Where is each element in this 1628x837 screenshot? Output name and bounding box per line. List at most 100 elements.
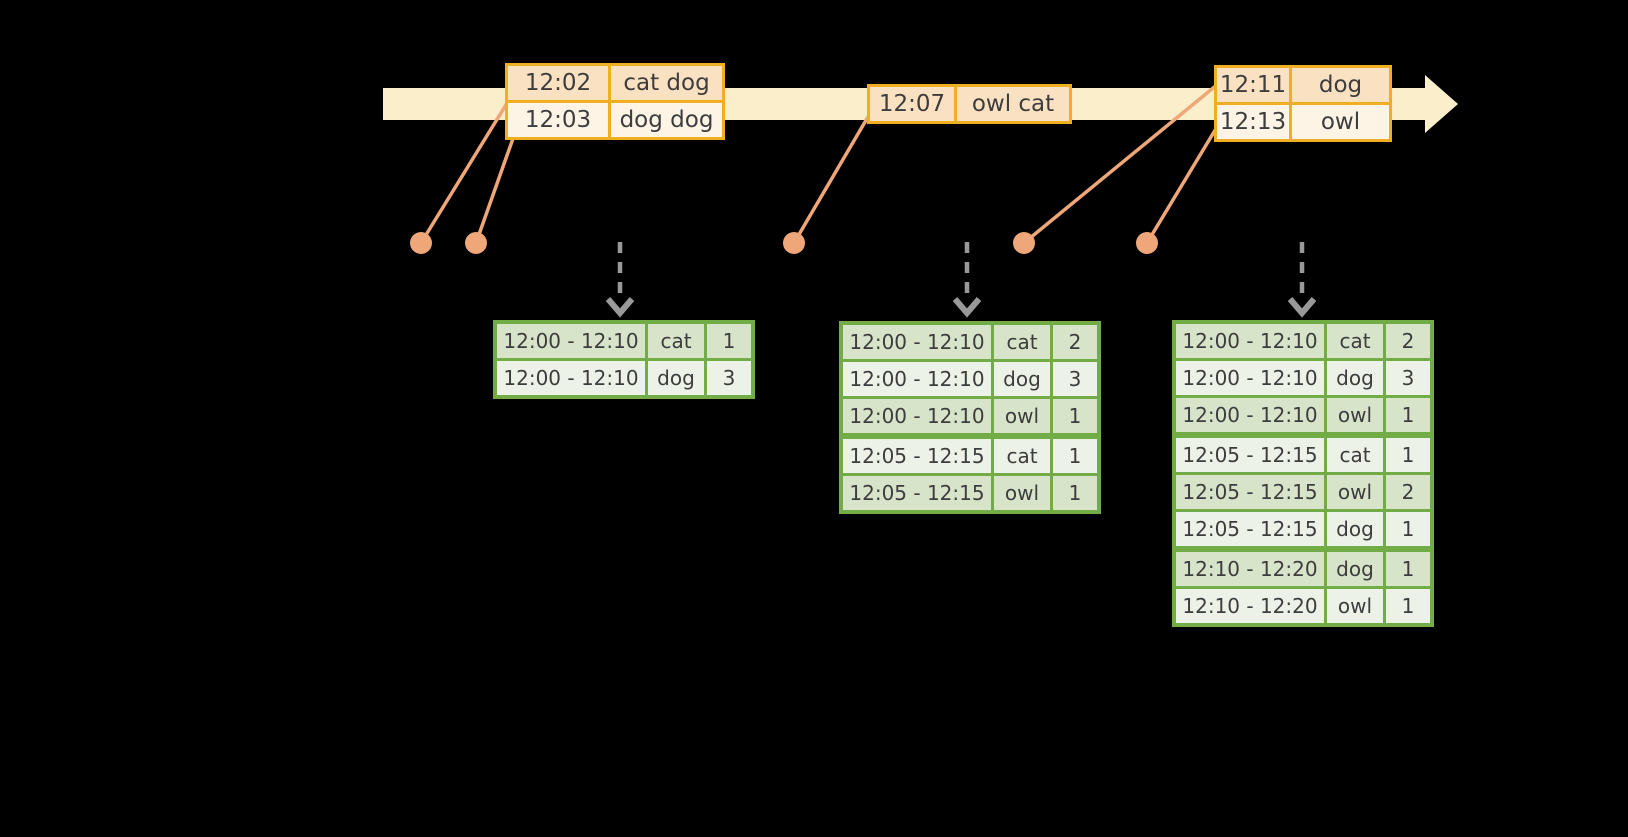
result-row: 12:05 - 12:15 owl 1 (843, 476, 1097, 510)
count-cell: 2 (1386, 324, 1430, 358)
window-group: 12:00 - 12:10 cat 1 12:00 - 12:10 dog 3 (497, 324, 751, 395)
event-row: 12:07 owl cat (870, 87, 1069, 121)
event-time-cell: 12:03 (508, 103, 608, 137)
word-cell: cat (1327, 324, 1383, 358)
result-row: 12:00 - 12:10 cat 1 (497, 324, 751, 358)
word-cell: owl (1327, 475, 1383, 509)
count-cell: 1 (1386, 398, 1430, 432)
result-row: 12:00 - 12:10 owl 1 (1176, 398, 1430, 432)
window-cell: 12:00 - 12:10 (497, 361, 645, 395)
window-cell: 12:05 - 12:15 (1176, 475, 1324, 509)
event-time-cell: 12:07 (870, 87, 954, 121)
event-time-cell: 12:02 (508, 66, 608, 100)
window-cell: 12:00 - 12:10 (1176, 398, 1324, 432)
window-cell: 12:05 - 12:15 (843, 439, 991, 473)
event-row: 12:13 owl (1217, 105, 1389, 139)
window-cell: 12:00 - 12:10 (497, 324, 645, 358)
result-row: 12:00 - 12:10 dog 3 (1176, 361, 1430, 395)
count-cell: 1 (1386, 438, 1430, 472)
window-group: 12:05 - 12:15 cat 1 12:05 - 12:15 owl 1 (843, 439, 1097, 510)
count-cell: 1 (1386, 552, 1430, 586)
word-cell: cat (1327, 438, 1383, 472)
word-cell: dog (994, 362, 1050, 396)
count-cell: 1 (707, 324, 751, 358)
event-table-2: 12:07 owl cat (867, 84, 1072, 124)
connector-line (1022, 82, 1220, 245)
connector-line (792, 109, 874, 244)
window-group: 12:05 - 12:15 cat 1 12:05 - 12:15 owl 2 … (1176, 438, 1430, 546)
word-cell: dog (1327, 512, 1383, 546)
window-cell: 12:10 - 12:20 (1176, 552, 1324, 586)
event-dot (1013, 232, 1035, 254)
count-cell: 3 (1053, 362, 1097, 396)
event-table-1: 12:02 cat dog 12:03 dog dog (505, 63, 725, 140)
result-row: 12:10 - 12:20 dog 1 (1176, 552, 1430, 586)
window-cell: 12:00 - 12:10 (843, 362, 991, 396)
window-cell: 12:00 - 12:10 (843, 325, 991, 359)
count-cell: 1 (1386, 512, 1430, 546)
connector-line (419, 94, 514, 244)
connector-line (1145, 126, 1219, 244)
window-cell: 12:00 - 12:10 (1176, 324, 1324, 358)
result-row: 12:00 - 12:10 cat 2 (1176, 324, 1430, 358)
event-dot (410, 232, 432, 254)
word-cell: dog (1327, 552, 1383, 586)
count-cell: 3 (707, 361, 751, 395)
count-cell: 3 (1386, 361, 1430, 395)
event-words-cell: cat dog (611, 66, 722, 100)
result-row: 12:05 - 12:15 owl 2 (1176, 475, 1430, 509)
event-words-cell: owl (1292, 105, 1389, 139)
window-cell: 12:05 - 12:15 (1176, 512, 1324, 546)
window-group: 12:00 - 12:10 cat 2 12:00 - 12:10 dog 3 … (843, 325, 1097, 433)
window-cell: 12:00 - 12:10 (843, 399, 991, 433)
event-time-cell: 12:13 (1217, 105, 1289, 139)
count-cell: 1 (1053, 476, 1097, 510)
word-cell: owl (1327, 589, 1383, 623)
word-cell: cat (994, 325, 1050, 359)
word-cell: owl (1327, 398, 1383, 432)
count-cell: 2 (1386, 475, 1430, 509)
window-cell: 12:05 - 12:15 (1176, 438, 1324, 472)
event-table-3: 12:11 dog 12:13 owl (1214, 65, 1392, 142)
word-cell: dog (1327, 361, 1383, 395)
word-cell: owl (994, 476, 1050, 510)
trigger-arrowhead-icon (605, 297, 635, 318)
event-dot (783, 232, 805, 254)
count-cell: 1 (1053, 399, 1097, 433)
event-time-cell: 12:11 (1217, 68, 1289, 102)
word-cell: cat (994, 439, 1050, 473)
window-group: 12:00 - 12:10 cat 2 12:00 - 12:10 dog 3 … (1176, 324, 1430, 432)
window-cell: 12:05 - 12:15 (843, 476, 991, 510)
window-cell: 12:10 - 12:20 (1176, 589, 1324, 623)
window-group: 12:10 - 12:20 dog 1 12:10 - 12:20 owl 1 (1176, 552, 1430, 623)
event-row: 12:02 cat dog (508, 66, 722, 100)
event-dot (1136, 232, 1158, 254)
trigger-arrowhead-icon (1287, 297, 1317, 318)
event-row: 12:11 dog (1217, 68, 1389, 102)
result-row: 12:05 - 12:15 cat 1 (1176, 438, 1430, 472)
event-dot (465, 232, 487, 254)
event-words-cell: dog (1292, 68, 1389, 102)
window-cell: 12:00 - 12:10 (1176, 361, 1324, 395)
word-cell: cat (648, 324, 704, 358)
event-row: 12:03 dog dog (508, 103, 722, 137)
trigger-arrowhead-icon (952, 297, 982, 318)
result-row: 12:00 - 12:10 owl 1 (843, 399, 1097, 433)
result-table-2: 12:00 - 12:10 cat 2 12:00 - 12:10 dog 3 … (839, 321, 1101, 514)
result-row: 12:00 - 12:10 dog 3 (497, 361, 751, 395)
word-cell: owl (994, 399, 1050, 433)
word-cell: dog (648, 361, 704, 395)
result-table-1: 12:00 - 12:10 cat 1 12:00 - 12:10 dog 3 (493, 320, 755, 399)
result-row: 12:00 - 12:10 cat 2 (843, 325, 1097, 359)
count-cell: 1 (1386, 589, 1430, 623)
count-cell: 2 (1053, 325, 1097, 359)
result-row: 12:05 - 12:15 cat 1 (843, 439, 1097, 473)
count-cell: 1 (1053, 439, 1097, 473)
result-row: 12:00 - 12:10 dog 3 (843, 362, 1097, 396)
result-table-3: 12:00 - 12:10 cat 2 12:00 - 12:10 dog 3 … (1172, 320, 1434, 627)
event-words-cell: dog dog (611, 103, 722, 137)
event-words-cell: owl cat (957, 87, 1069, 121)
result-row: 12:05 - 12:15 dog 1 (1176, 512, 1430, 546)
connector-line (474, 129, 518, 244)
